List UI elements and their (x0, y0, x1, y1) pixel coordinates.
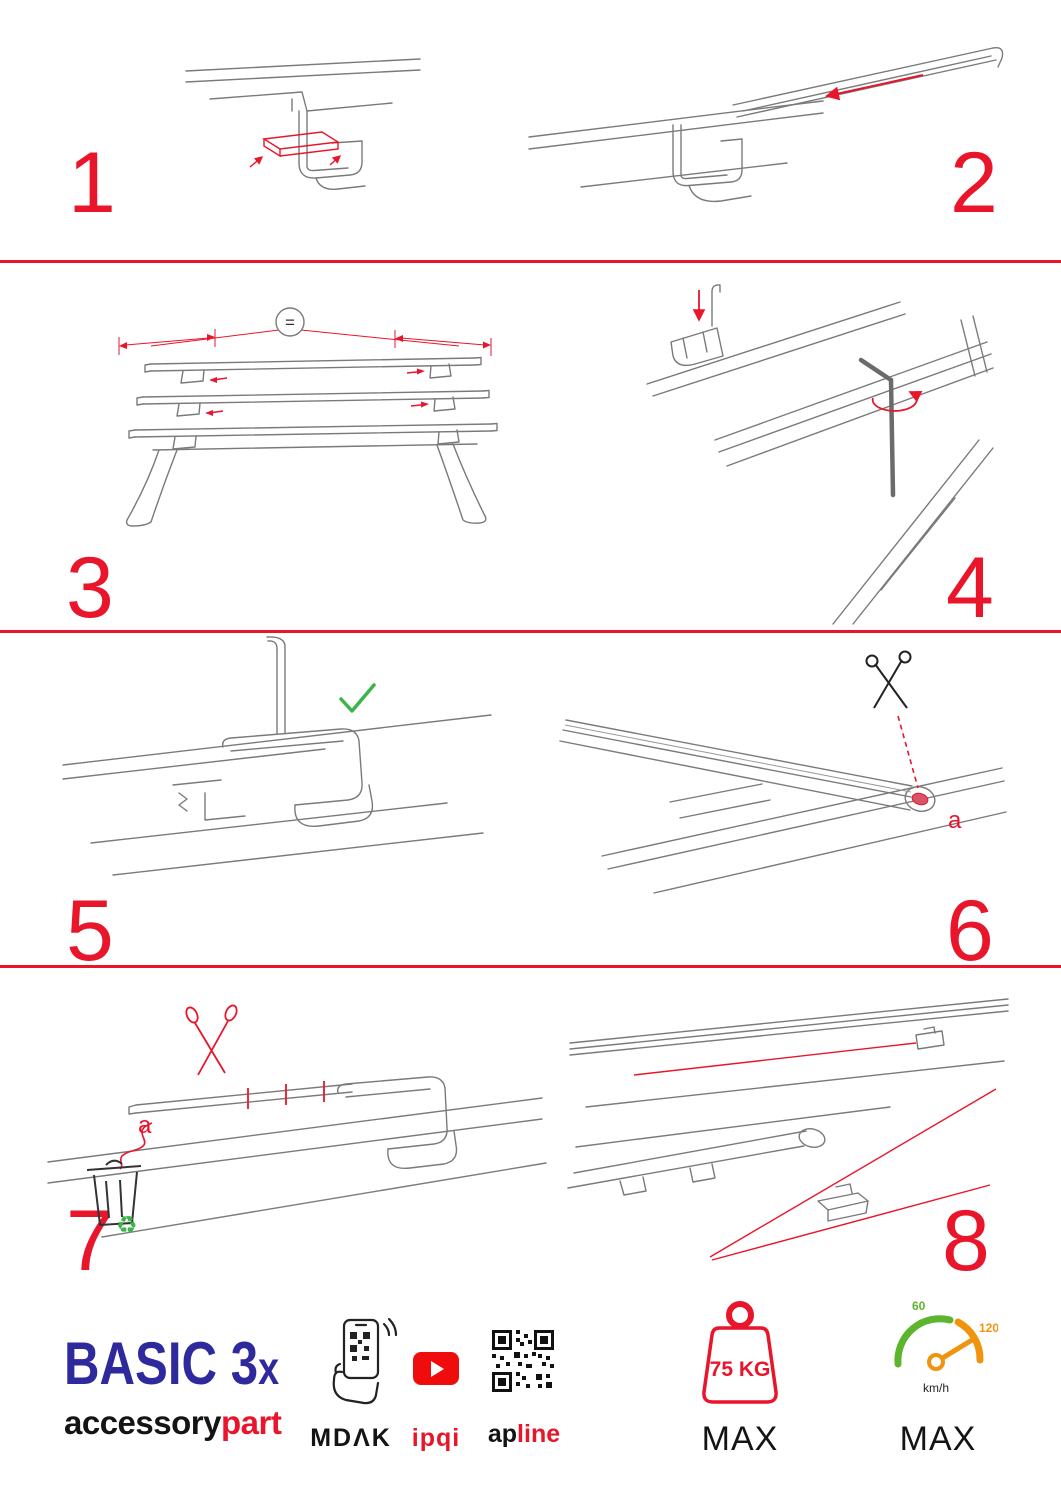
step-3-number: 3 (66, 540, 114, 636)
recycle-icon: ♻ (116, 1212, 138, 1239)
three-crossbars-drawing (125, 356, 498, 527)
partner-label-ipqi: ipqi (411, 1424, 461, 1452)
label-a-step6: a (948, 807, 962, 834)
speed-high-tick: 120 (979, 1321, 998, 1335)
section-divider-2 (0, 630, 1061, 633)
step-2-number: 2 (950, 135, 998, 231)
brand-logo-main: BASIC 3 (64, 1330, 259, 1397)
slide-arrow (825, 74, 924, 101)
crossbar-clamp-drawing (528, 47, 1004, 203)
dimension-lines (118, 329, 492, 356)
roof-rail-drawing (646, 284, 994, 625)
brand-logo-x: x (258, 1342, 280, 1394)
brand-subtitle-red: part (220, 1404, 282, 1441)
step-4-illustration (595, 280, 1005, 625)
step-5-number: 5 (66, 883, 114, 979)
step-3-illustration: = (55, 280, 555, 535)
rubber-strip-line (564, 724, 912, 793)
speed-low-tick: 60 (912, 1299, 926, 1313)
brand-logo: BASIC 3x (64, 1334, 279, 1394)
youtube-play-triangle (431, 1360, 444, 1377)
phone-qr-icon (318, 1316, 398, 1408)
step-2-illustration (525, 35, 1005, 230)
trash-icon (86, 1159, 142, 1227)
youtube-icon (413, 1352, 459, 1385)
speed-unit-label: km/h (923, 1381, 949, 1395)
max-weight-icon: 75 KG (675, 1298, 805, 1416)
equals-badge (275, 307, 305, 337)
rotate-arrow (871, 391, 923, 412)
step-7-number: 7 (66, 1193, 114, 1289)
partner-apline-red: line (517, 1420, 561, 1448)
dimension-arrowheads (119, 334, 491, 349)
cut-marks (247, 1081, 325, 1109)
brand-subtitle: accessorypart (64, 1404, 282, 1442)
weight-value: 75 KG (710, 1358, 771, 1381)
door-frame-drawing (185, 58, 421, 190)
strip-clamp-drawing (47, 1076, 547, 1238)
step-6-number: 6 (946, 883, 994, 979)
guide-lines (633, 1042, 997, 1261)
partner-label-mdak: MDΛK (310, 1424, 392, 1452)
step-7-illustration: a ♻ (40, 985, 550, 1240)
step-5-illustration (55, 635, 520, 905)
label-a-step7: a (138, 1112, 152, 1139)
pad-highlight (249, 131, 342, 168)
step-1-illustration (180, 55, 425, 230)
step-8-illustration (560, 985, 1020, 1295)
strip-slot-highlight (911, 792, 929, 806)
scissors-icon (865, 650, 912, 709)
equals-symbol: = (285, 313, 295, 332)
phone-qr-pixels (350, 1332, 370, 1361)
qr-code-icon (492, 1330, 554, 1392)
step-4-number: 4 (946, 540, 994, 636)
step-1-number: 1 (68, 135, 116, 231)
speedometer-icon: 60 120 km/h (878, 1298, 998, 1402)
section-divider-1 (0, 260, 1061, 263)
brand-subtitle-black: accessory (64, 1404, 221, 1441)
scissors-icon (185, 1004, 238, 1076)
speed-max-label: MAX (899, 1420, 977, 1458)
clamp-hook-drawing (62, 636, 492, 876)
partner-label-apline: apline (478, 1420, 570, 1449)
cut-annotation: a (897, 715, 962, 834)
step-8-number: 8 (942, 1193, 990, 1289)
foot-slide-arrows (205, 368, 429, 416)
allen-key-icon (858, 357, 896, 498)
checkmark-icon (339, 683, 376, 713)
step-6-illustration: a (550, 650, 1010, 915)
section-divider-3 (0, 965, 1061, 968)
roof-assembly-drawing (567, 998, 1009, 1222)
crossbar-end-drawing (559, 719, 1007, 894)
partner-apline-black: ap (487, 1420, 518, 1448)
weight-max-label: MAX (701, 1420, 779, 1458)
